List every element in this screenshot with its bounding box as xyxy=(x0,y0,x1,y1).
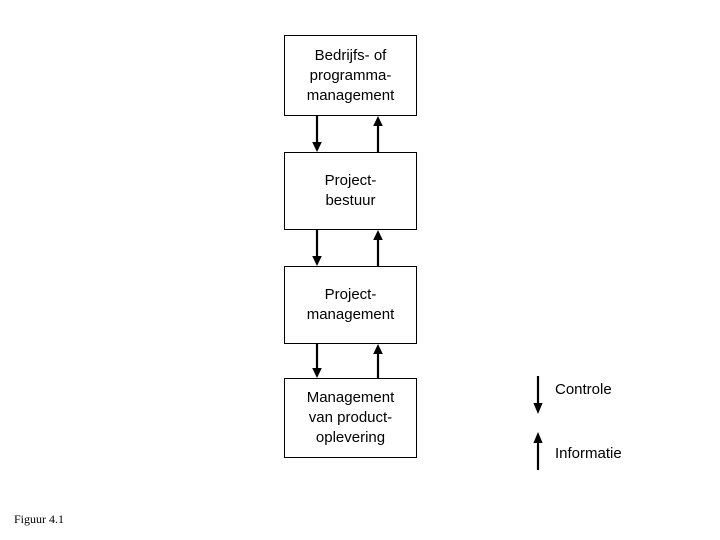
process-box-label: Project- bestuur xyxy=(324,172,377,209)
process-box-label: Bedrijfs- of programma- management xyxy=(306,46,395,104)
legend-item-informatie: Informatie xyxy=(528,432,622,470)
legend: Controle Informatie xyxy=(528,376,698,480)
figure-caption: Figuur 4.1 xyxy=(14,512,65,526)
connector-arrow-down-control-2 xyxy=(305,230,331,266)
arrow-up-icon xyxy=(528,432,550,470)
connector-arrow-up-information-1 xyxy=(366,116,392,152)
connector-arrow-up-information-2 xyxy=(366,230,392,266)
process-box-management-van-product-oplevering: Management van product- oplevering xyxy=(284,378,417,458)
process-box-bedrijfs-of-programma-management: Bedrijfs- of programma- management xyxy=(284,35,417,116)
process-box-label: Management van product- oplevering xyxy=(306,389,395,446)
arrow-down-icon xyxy=(528,376,550,414)
connector-arrow-up-information-3 xyxy=(366,344,392,378)
legend-label-informatie: Informatie xyxy=(555,445,622,462)
connector-arrow-down-control-1 xyxy=(305,116,331,152)
process-box-project-bestuur: Project- bestuur xyxy=(284,152,417,230)
connector-arrow-down-control-3 xyxy=(305,344,331,378)
legend-item-controle: Controle xyxy=(528,376,612,414)
process-box-label: Project- management xyxy=(306,286,395,323)
process-box-project-management: Project- management xyxy=(284,266,417,344)
legend-label-controle: Controle xyxy=(555,381,612,398)
